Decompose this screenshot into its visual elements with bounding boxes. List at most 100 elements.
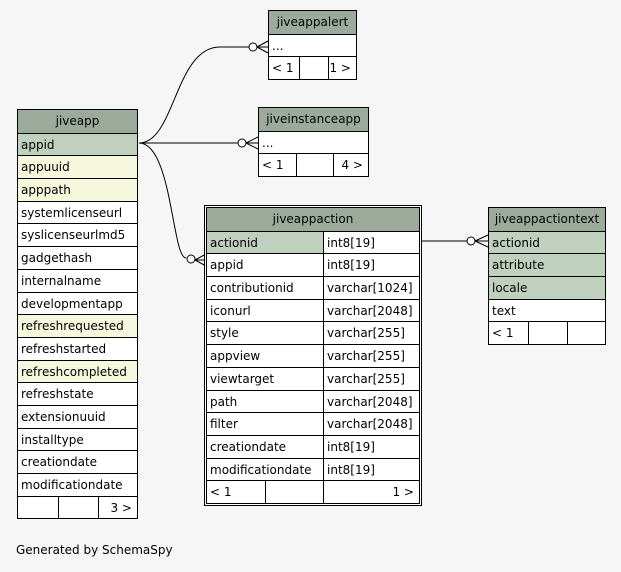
column-row: appid int8[19] <box>207 253 419 277</box>
column-row: filter varchar[2048] <box>207 412 419 435</box>
edge-jiveappactiontext-crowfoot <box>474 234 489 248</box>
column-row: refreshcompleted <box>18 359 137 383</box>
edge-jiveinstanceapp-optional-marker <box>237 138 247 148</box>
column-row: ... <box>269 33 356 57</box>
footer-divider <box>265 481 266 503</box>
table-footer: < 1 1 > <box>207 480 419 503</box>
column-row: appid <box>18 132 137 156</box>
column-name: ... <box>272 38 284 53</box>
footer-divider <box>296 154 297 177</box>
table-footer: 3 > <box>18 495 137 519</box>
footer-middle <box>266 481 323 503</box>
table-header[interactable]: jiveappactiontext <box>489 208 605 231</box>
column-name: path <box>210 394 238 409</box>
column-name: refreshrequested <box>21 319 124 334</box>
column-name: systemlicenseurl <box>21 205 123 220</box>
column-row: extensionuuid <box>18 404 137 428</box>
column-name: attribute <box>492 258 545 273</box>
column-divider <box>323 367 324 390</box>
column-name: contributionid <box>210 281 294 296</box>
edge-jiveinstanceapp-crowfoot <box>245 136 259 150</box>
column-row: ... <box>259 130 368 154</box>
column-row: viewtarget varchar[255] <box>207 366 419 390</box>
footer-divider <box>299 57 300 80</box>
generated-by-note: Generated by SchemaSpy <box>16 543 173 557</box>
column-type: varchar[2048] <box>327 303 413 318</box>
footer-prev-count[interactable]: < 1 <box>272 61 294 76</box>
table-header[interactable]: jiveinstanceapp <box>259 108 368 131</box>
footer-next-count[interactable]: 4 > <box>341 158 363 173</box>
column-divider <box>323 231 324 254</box>
column-row: text <box>489 298 605 322</box>
column-name: filter <box>210 417 238 432</box>
column-row: modificationdate int8[19] <box>207 457 419 481</box>
column-divider <box>323 458 324 481</box>
footer-next-count[interactable] <box>568 322 605 344</box>
column-row: refreshstarted <box>18 336 137 360</box>
column-type: varchar[255] <box>327 326 405 341</box>
footer-middle <box>529 322 567 344</box>
column-divider <box>323 299 324 322</box>
footer-divider <box>58 496 59 519</box>
footer-next-count[interactable]: 1 > <box>392 485 414 500</box>
table-jiveappaction[interactable]: jiveappaction actionid int8[19] appid in… <box>204 205 422 506</box>
column-divider <box>323 277 324 299</box>
footer-prev-count[interactable]: < 1 <box>262 158 284 173</box>
column-divider <box>323 322 324 345</box>
column-row: appuuid <box>18 155 137 179</box>
column-row: installtype <box>18 427 137 451</box>
column-row: syslicenseurlmd5 <box>18 223 137 247</box>
edge-jiveapp-jiveappalert <box>138 46 252 144</box>
footer-middle <box>59 497 99 519</box>
footer-middle <box>297 154 333 176</box>
column-name: appid <box>210 258 244 273</box>
column-row: actionid <box>489 230 605 254</box>
column-divider <box>323 413 324 435</box>
table-jiveappalert[interactable]: jiveappalert ... < 1 1 > <box>268 10 357 81</box>
column-row: actionid int8[19] <box>207 230 419 254</box>
footer-next-count[interactable]: 3 > <box>110 500 132 515</box>
column-type: varchar[2048] <box>327 394 413 409</box>
column-row: refreshrequested <box>18 314 137 337</box>
footer-prev-count[interactable]: < 1 <box>492 326 514 341</box>
column-name: extensionuuid <box>21 409 106 424</box>
column-name: installtype <box>21 432 84 447</box>
column-name: modificationdate <box>21 478 123 492</box>
table-jiveapp[interactable]: jiveapp appid appuuid apppath systemlice… <box>17 109 138 520</box>
column-row: systemlicenseurl <box>18 200 137 224</box>
table-footer: < 1 4 > <box>259 153 368 177</box>
footer-middle <box>300 57 328 79</box>
column-name: appview <box>210 349 261 364</box>
footer-prev-count[interactable]: < 1 <box>210 485 232 500</box>
column-name: ... <box>262 135 274 150</box>
column-row: appview varchar[255] <box>207 344 419 367</box>
column-name: creationdate <box>21 455 98 470</box>
column-type: varchar[255] <box>327 349 405 364</box>
column-row: internalname <box>18 268 137 292</box>
column-row: contributionid varchar[1024] <box>207 276 419 299</box>
column-name: internalname <box>21 273 102 288</box>
column-name: appuuid <box>21 160 70 175</box>
column-name: creationdate <box>210 439 287 454</box>
footer-prev-count[interactable] <box>18 497 58 519</box>
table-header[interactable]: jiveappalert <box>269 11 356 34</box>
column-name: apppath <box>21 183 71 198</box>
table-footer: < 1 1 > <box>269 56 356 80</box>
column-row: creationdate int8[19] <box>207 434 419 458</box>
table-jiveappactiontext[interactable]: jiveappactiontext actionid attribute loc… <box>488 207 606 346</box>
column-divider <box>323 345 324 367</box>
footer-next-count[interactable]: 1 > <box>329 61 351 76</box>
footer-divider <box>98 496 99 519</box>
column-name: actionid <box>210 235 258 250</box>
column-type: int8[19] <box>324 231 419 254</box>
column-row: path varchar[2048] <box>207 389 419 413</box>
table-jiveinstanceapp[interactable]: jiveinstanceapp ... < 1 4 > <box>258 107 369 178</box>
edge-jiveappaction-optional-marker <box>186 254 196 264</box>
column-name: developmentapp <box>21 296 123 311</box>
table-header[interactable]: jiveapp <box>18 110 137 133</box>
column-row: gadgethash <box>18 246 137 269</box>
column-type: varchar[255] <box>327 371 405 386</box>
column-row: locale <box>489 276 605 299</box>
table-header[interactable]: jiveappaction <box>207 208 419 231</box>
